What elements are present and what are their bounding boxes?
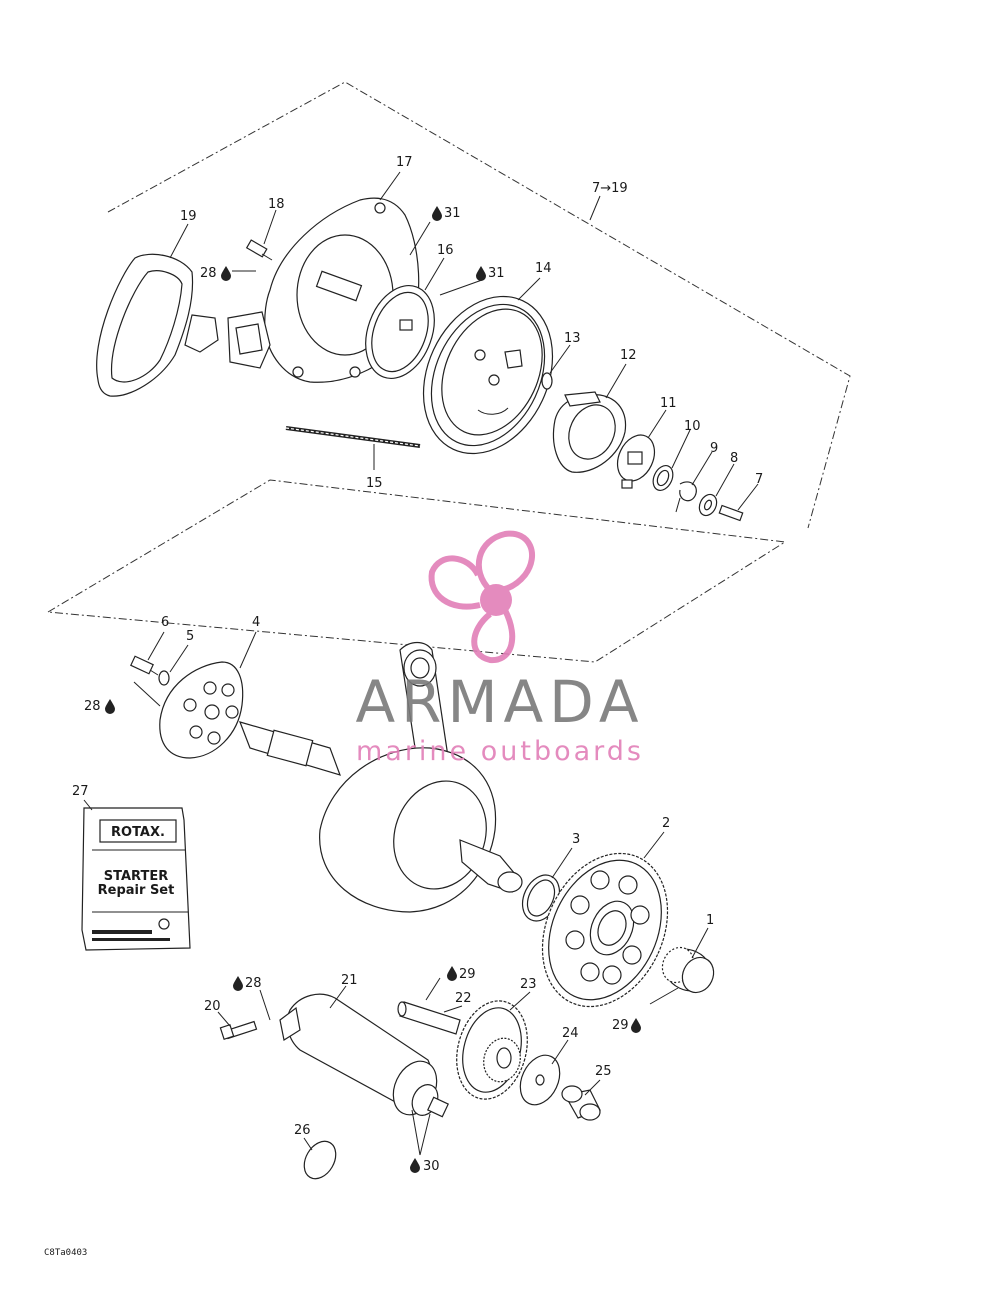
part-13-pin	[541, 372, 553, 390]
callout-6: 6	[161, 615, 169, 630]
upper-group-outline	[107, 81, 851, 529]
callout-17: 17	[396, 155, 413, 170]
lube-28-upper: 28	[200, 266, 217, 281]
part-21-starter	[279, 993, 450, 1118]
callout-15: 15	[366, 476, 383, 491]
part-19-guide	[96, 253, 219, 397]
callout-5: 5	[186, 629, 194, 644]
callout-25: 25	[595, 1064, 612, 1079]
part-9-spring	[675, 481, 697, 513]
drop-icon	[233, 976, 243, 991]
callout-16: 16	[437, 243, 454, 258]
drop-icon	[631, 1018, 641, 1033]
callout-21: 21	[341, 973, 358, 988]
part-6-screw	[130, 655, 159, 676]
callout-26: 26	[294, 1123, 311, 1138]
part-12-plate	[552, 391, 627, 473]
callout-12: 12	[620, 348, 637, 363]
lube-28-middle: 28	[84, 699, 101, 714]
armada-watermark: ARMADA marine outboards	[355, 530, 644, 767]
part-15-rope	[285, 426, 421, 448]
part-7-screw	[718, 504, 744, 522]
drop-icon	[432, 206, 442, 221]
part-10-ring	[652, 465, 674, 491]
part-11-washer	[616, 434, 656, 489]
lube-29-upper: 29	[459, 967, 476, 982]
callout-14: 14	[535, 261, 552, 276]
callout-13: 13	[564, 331, 581, 346]
callout-1: 1	[706, 913, 714, 928]
callout-labels: 1 2 3 4 5 6 7 8 9 10 11 12 13 14 15 16 1…	[72, 155, 763, 1138]
part-25-bushing	[561, 1085, 601, 1121]
callout-8: 8	[730, 451, 738, 466]
kit-brand: ROTAX.	[111, 825, 165, 840]
leader-lines	[83, 171, 759, 1156]
callout-11: 11	[660, 396, 677, 411]
lube-28-lower: 28	[245, 976, 262, 991]
drop-icon	[447, 966, 457, 981]
watermark-name: ARMADA	[355, 668, 644, 736]
part-16-ring	[365, 284, 435, 380]
callout-3: 3	[572, 832, 580, 847]
part-20-screw	[219, 1020, 258, 1041]
callout-10: 10	[684, 419, 701, 434]
lube-31-upper: 31	[444, 206, 461, 221]
callout-19: 19	[180, 209, 197, 224]
part-2-gear	[541, 852, 669, 1008]
part-26-o-ring	[303, 1140, 337, 1180]
propeller-logo-icon	[428, 530, 536, 664]
kit-subtitle: Repair Set	[98, 883, 175, 898]
callout-18: 18	[268, 197, 285, 212]
callout-24: 24	[562, 1026, 579, 1041]
lube-31-lower: 31	[488, 266, 505, 281]
part-22-shaft	[397, 1001, 461, 1035]
drop-icon	[410, 1158, 420, 1173]
callout-20: 20	[204, 999, 221, 1014]
part-8-washer	[698, 493, 718, 517]
callout-2: 2	[662, 816, 670, 831]
lubricant-callouts: 28 31 31 28 28 29 29 30	[84, 206, 641, 1174]
lower-group-outline	[47, 479, 787, 663]
part-1-bearing	[661, 946, 715, 994]
callout-9: 9	[710, 441, 718, 456]
lube-30: 30	[423, 1159, 440, 1174]
part-27-repair-kit	[81, 807, 191, 951]
drop-icon	[105, 699, 115, 714]
group-label: 7→19	[592, 181, 628, 196]
callout-22: 22	[455, 991, 472, 1006]
part-4-plate	[159, 661, 244, 759]
drop-icon	[221, 266, 231, 281]
callout-23: 23	[520, 977, 537, 992]
part-14-pulley	[422, 295, 554, 455]
callout-4: 4	[252, 615, 260, 630]
drop-icon	[476, 266, 486, 281]
callout-7: 7	[755, 472, 763, 487]
crankshaft	[239, 641, 523, 913]
callout-27: 27	[72, 784, 89, 799]
kit-title: STARTER	[104, 869, 168, 884]
watermark-tagline: marine outboards	[356, 736, 644, 767]
part-23-gear	[456, 1000, 528, 1100]
part-24-washer	[519, 1054, 561, 1106]
lube-29-lower: 29	[612, 1018, 629, 1033]
figure-code: C8Ta0403	[44, 1248, 87, 1258]
part-5-washer	[158, 670, 170, 686]
part-18-screw	[245, 239, 273, 261]
